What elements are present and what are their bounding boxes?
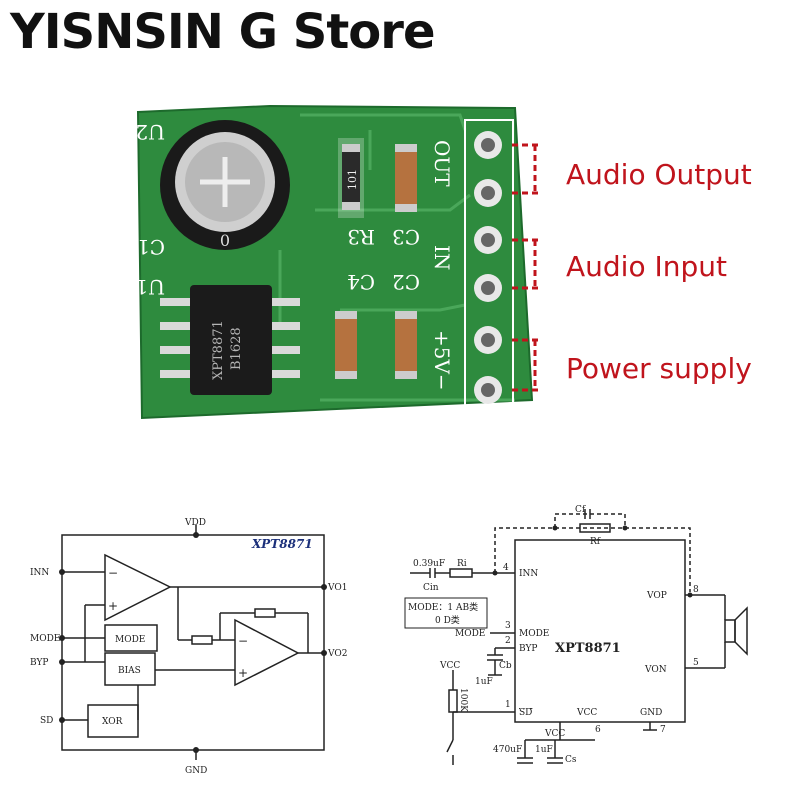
label-pin7: 7 [660, 725, 666, 735]
label-pin4: 4 [503, 563, 509, 573]
label-pin-von: VON [644, 665, 667, 675]
ic-chip: XPT8871 B1628 [160, 285, 300, 395]
mode-note-1: MODE：1 AB类 [408, 601, 478, 613]
opamp1-minus: − [108, 566, 118, 580]
label-100k: 100K [458, 688, 468, 712]
diagram-title: XPT8871 [251, 537, 313, 551]
callout-power-supply: Power supply [566, 352, 752, 385]
opamp1-plus: + [108, 599, 118, 613]
callout-brackets [512, 143, 540, 392]
label-5v: +5V− [430, 330, 454, 391]
box-xor: XOR [102, 717, 123, 727]
label-c3: C3 [392, 225, 420, 249]
label-c4: C4 [347, 270, 375, 294]
label-gnd: GND [185, 766, 207, 776]
label-vo2: VO2 [327, 649, 347, 659]
label-inn: INN [30, 568, 49, 578]
label-vdd: VDD [184, 518, 206, 528]
box-mode: MODE [115, 635, 145, 645]
label-r3: R3 [347, 225, 375, 249]
header-pins [464, 119, 514, 411]
label-pin3: 3 [505, 621, 511, 631]
smd-components: 101 [335, 138, 417, 379]
label-pin-mode: MODE [519, 629, 549, 639]
label-sd: SD [40, 716, 53, 726]
pcb-illustration: 0 XPT8871 B1628 101 U2 C1 U1 R3 [135, 104, 540, 420]
label-pin8: 8 [693, 585, 699, 595]
label-vcc-left: VCC [439, 661, 460, 671]
block-diagram: VDD GND INN MODE BYP SD VO1 VO2 MODE BIA… [30, 518, 347, 776]
label-cs: Cs [565, 755, 577, 765]
mode-note-2: 0 D类 [435, 614, 460, 626]
label-mode-in: MODE [455, 629, 485, 639]
label-cin: Cin [423, 583, 439, 593]
label-cb: Cb [499, 661, 512, 671]
label-pin6: 6 [595, 725, 601, 735]
box-bias: BIAS [118, 666, 141, 676]
store-title: YISNSIN G Store [10, 4, 435, 60]
label-470uf: 470uF [493, 745, 522, 755]
label-pin1: 1 [505, 700, 511, 710]
chip-name: XPT8871 [555, 641, 621, 656]
label-mode: MODE [30, 634, 60, 644]
label-cb-val: 1uF [475, 677, 493, 687]
label-u2: U2 [135, 120, 165, 144]
callout-audio-input: Audio Input [566, 250, 727, 283]
label-ri: Ri [457, 559, 467, 569]
callout-audio-output: Audio Output [566, 158, 752, 191]
label-cf: Cf [575, 505, 586, 515]
label-vcc-bottom: VCC [544, 729, 565, 739]
cap-marking: 0 [220, 231, 230, 250]
label-in: IN [430, 245, 454, 270]
chip-label-2: B1628 [229, 327, 244, 370]
label-pin-vcc: VCC [576, 708, 597, 718]
opamp2-plus: + [238, 666, 248, 680]
label-pin5: 5 [693, 658, 699, 668]
label-pin-inn: INN [519, 569, 538, 579]
application-schematic: Cf Rf 0.39uF Cin Ri 4 INN MODE：1 AB类 0 D… [404, 505, 748, 765]
resistor-code: 101 [346, 169, 359, 190]
label-c2: C2 [392, 270, 420, 294]
label-vo1: VO1 [327, 583, 347, 593]
label-c1: C1 [137, 235, 165, 259]
label-pin-gnd: GND [640, 708, 662, 718]
label-pin-vop: VOP [646, 591, 667, 601]
label-pin2: 2 [505, 636, 511, 646]
label-cin-val: 0.39uF [413, 559, 445, 569]
electrolytic-capacitor: 0 [160, 120, 290, 250]
opamp2-minus: − [238, 634, 248, 648]
amplifier-board-photo: 0 XPT8871 B1628 101 U2 C1 U1 R3 [120, 100, 540, 420]
label-rf: Rf [590, 537, 601, 547]
label-u1: U1 [135, 275, 165, 299]
chip-label-1: XPT8871 [211, 320, 226, 380]
label-byp: BYP [30, 658, 48, 668]
label-pin-sd: SD [519, 708, 532, 718]
label-1uf: 1uF [535, 745, 553, 755]
pcb-traces [278, 113, 515, 402]
label-pin-byp: BYP [519, 644, 537, 654]
silkscreen-labels: U2 C1 U1 R3 C3 C4 C2 OUT IN +5V− [135, 120, 454, 391]
label-out: OUT [430, 140, 454, 187]
